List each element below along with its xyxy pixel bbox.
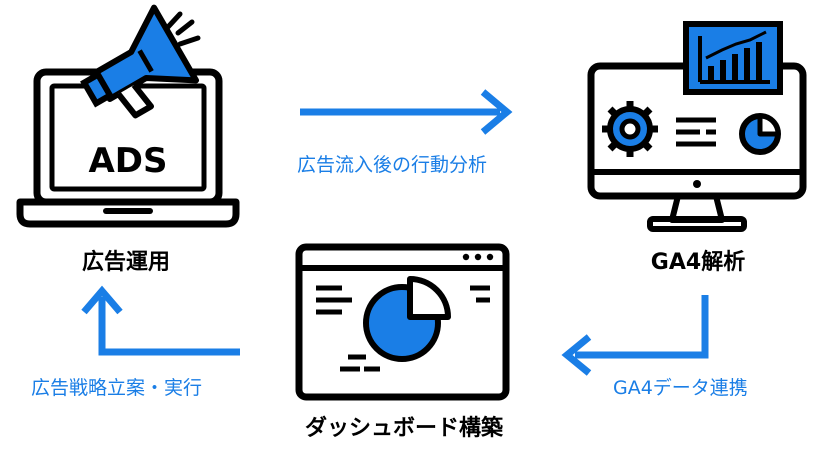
edge-caption-ads-to-ga4: 広告流入後の行動分析 <box>297 154 488 176</box>
edge-caption-dashboard-to-ads: 広告戦略立案・実行 <box>31 377 203 399</box>
arrow-ga4-to-dashboard <box>561 295 709 376</box>
arrow-ads-to-ga4 <box>300 89 513 135</box>
node-label-dashboard: ダッシュボード構築 <box>304 416 504 441</box>
node-label-ads: 広告運用 <box>81 250 171 275</box>
ads-screen-text: ADS <box>88 141 167 181</box>
laptop-megaphone-icon <box>16 4 240 228</box>
edge-caption-ga4-to-dashboard: GA4データ連携 <box>613 377 748 399</box>
node-label-ga4: GA4解析 <box>650 250 746 275</box>
arrow-dashboard-to-ads <box>81 285 240 356</box>
browser-pie-chart-icon <box>295 243 510 401</box>
monitor-analytics-icon <box>587 21 807 232</box>
